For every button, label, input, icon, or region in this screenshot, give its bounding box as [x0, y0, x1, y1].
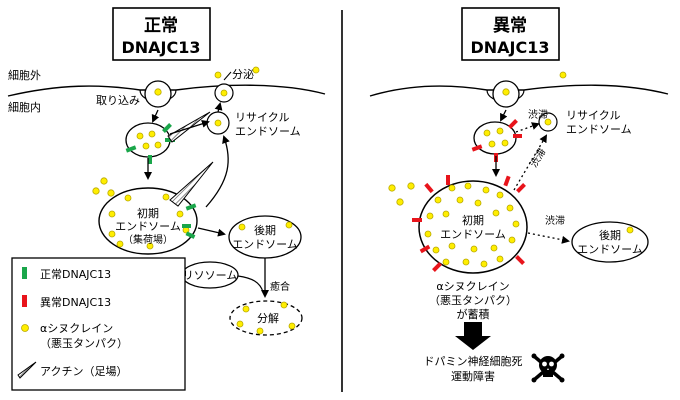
abnormal-panel: 異常 DNAJC13 リサイクル エンドソーム 渋滞 渋滞 [369, 7, 669, 383]
sorting-vesicle [125, 122, 171, 158]
late-endosome-right [571, 221, 649, 263]
legend-actin-icon [17, 361, 37, 379]
normal-title: 正常 [144, 15, 178, 36]
recycling-right-label-2: エンドソーム [566, 123, 632, 136]
abnormal-title: 異常 [493, 15, 527, 36]
early-endosome [98, 187, 198, 255]
normal-title-box: 正常 DNAJC13 [112, 7, 211, 61]
accum-label-2: （悪玉タンパク） [429, 294, 517, 307]
accumulated-synuclein [424, 182, 520, 268]
legend-normal-swatch [22, 267, 27, 279]
legend: 正常DNAJC13 異常DNAJC13 αシヌクレイン （悪玉タンパク） アクチ… [11, 257, 186, 391]
legend-box [11, 257, 186, 391]
legend-normal-label: 正常DNAJC13 [40, 268, 111, 281]
recycling-label-2: エンドソーム [235, 125, 301, 138]
outcome-arrow [455, 322, 491, 350]
outside-label: 細胞外 [8, 69, 41, 82]
inside-label: 細胞内 [8, 100, 41, 114]
lysosome-label: リソソーム [183, 269, 238, 282]
normal-panel: 正常 DNAJC13 細胞外 細胞内 取り込み 分泌 リサイクル エンドソーム [7, 7, 326, 336]
skull-crossbones-icon [531, 353, 565, 383]
abnormal-title-box: 異常 DNAJC13 [461, 7, 560, 61]
fusion-label: 癒合 [270, 280, 290, 293]
secretion-label: 分泌 [232, 68, 254, 81]
late-right-label-2: エンドソーム [577, 243, 643, 256]
abnormal-subtitle: DNAJC13 [470, 38, 549, 57]
stagnation-diag-label: 渋滞 [527, 146, 549, 170]
degradation-label: 分解 [257, 311, 279, 325]
legend-synuclein-label-2: （悪玉タンパク） [40, 337, 128, 350]
early-right-label-1: 初期 [462, 213, 484, 227]
legend-synuclein-label-1: αシヌクレイン [40, 322, 113, 335]
stagnation-top-label: 渋滞 [528, 108, 548, 121]
accum-label-1: αシヌクレイン [436, 280, 509, 293]
enlarged-early-endosome [418, 180, 528, 274]
synuclein-icon [21, 324, 29, 332]
late-label-1: 後期 [254, 223, 276, 237]
legend-abnormal-swatch [22, 295, 27, 307]
early-right-label-2: エンドソーム [440, 228, 506, 241]
recycling-label-1: リサイクル [235, 111, 289, 124]
normal-subtitle: DNAJC13 [121, 38, 200, 57]
early-label-2: エンドソーム [115, 220, 181, 233]
outcome-label-1: ドパミン神経細胞死 [424, 354, 523, 368]
recycling-right-label-1: リサイクル [566, 109, 620, 122]
outcome-label-2: 運動障害 [451, 369, 495, 383]
uptake-label: 取り込み [96, 94, 140, 107]
early-label-3: （集荷場） [123, 233, 173, 246]
stagnation-right-label: 渋滞 [545, 214, 565, 227]
cell-membrane-right [369, 84, 669, 97]
actin-filament-icon [167, 111, 211, 143]
late-right-label-1: 後期 [599, 228, 621, 242]
early-label-1: 初期 [137, 206, 159, 220]
accum-label-3: が蓄積 [457, 307, 490, 321]
late-label-2: エンドソーム [232, 238, 298, 251]
legend-abnormal-label: 異常DNAJC13 [40, 296, 111, 309]
legend-actin-label: アクチン（足場） [40, 365, 127, 378]
